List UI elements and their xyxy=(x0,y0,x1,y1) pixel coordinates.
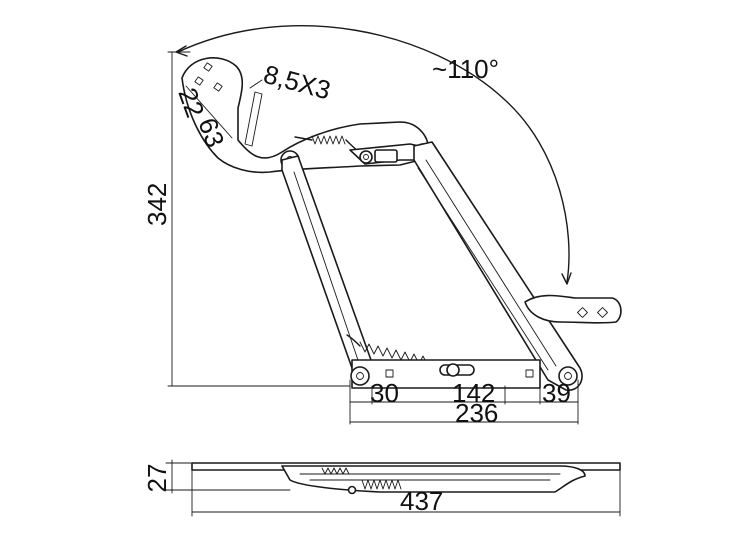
base-hole-left xyxy=(385,369,394,378)
base-pivot-left xyxy=(350,366,370,386)
closed-spring-bottom xyxy=(347,479,402,495)
base-slot-pin xyxy=(446,363,460,377)
end-plate-hole-2 xyxy=(597,307,608,318)
base-total-label: 236 xyxy=(455,398,498,428)
upper-plate-slot xyxy=(244,91,263,147)
end-plate xyxy=(524,294,622,324)
open-mechanism-view: 8,5X3 22 63 ~110° xyxy=(142,25,622,428)
base-pivot-left-inner xyxy=(356,372,364,380)
base-right-label: 39 xyxy=(542,378,571,408)
base-pivot-right-inner xyxy=(564,372,572,380)
upper-hole-3 xyxy=(194,76,204,86)
rotation-arc-arrow-end xyxy=(561,272,572,285)
closed-height-label: 27 xyxy=(142,464,172,493)
closed-body xyxy=(281,465,586,493)
upper-hole-1 xyxy=(203,62,213,72)
hole-dim-line xyxy=(185,85,233,139)
closed-length-label: 437 xyxy=(400,486,443,516)
base-hole-right xyxy=(525,369,534,378)
slot-dimension-label: 8,5X3 xyxy=(260,59,333,106)
end-plate-hole-1 xyxy=(577,307,588,318)
closed-mechanism-view: 27 437 xyxy=(142,459,621,517)
upper-link-block xyxy=(374,149,398,163)
right-arm xyxy=(413,141,583,391)
upper-link-pivot-left xyxy=(359,150,373,164)
upper-link-pivot-left-inner xyxy=(363,154,369,160)
upper-hole-2 xyxy=(213,82,223,92)
upper-plate xyxy=(181,57,429,174)
closed-spring-top xyxy=(321,467,350,475)
rotation-arc xyxy=(177,25,570,283)
base-pivot-right xyxy=(558,366,578,386)
height-dimension-label: 342 xyxy=(142,183,172,226)
base-offset-left-label: 30 xyxy=(370,378,399,408)
angle-label: ~110° xyxy=(432,54,499,84)
slot-leader xyxy=(249,79,263,89)
left-arm xyxy=(281,155,378,388)
base-center-label: 142 xyxy=(452,378,495,408)
